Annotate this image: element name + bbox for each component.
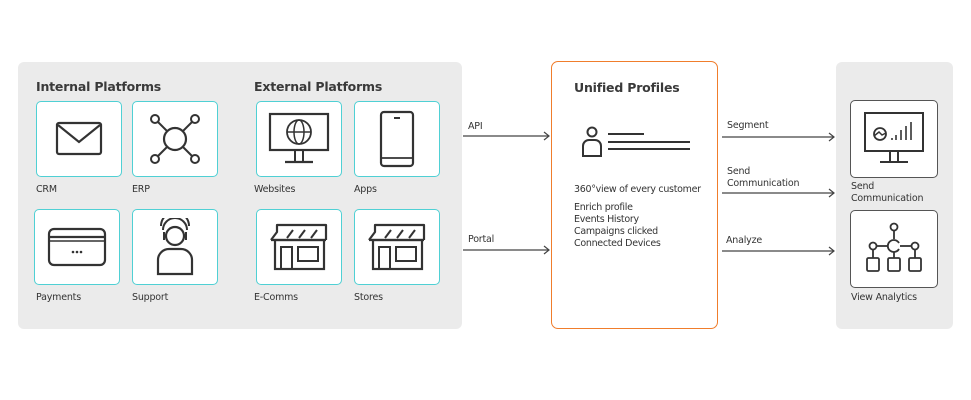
source-tile-websites[interactable]	[256, 101, 342, 177]
source-tile-payments[interactable]	[34, 209, 120, 285]
output-tile-label-line: Send	[851, 181, 875, 192]
source-label-ecomms: E-Comms	[254, 292, 298, 303]
arrow-segment	[722, 132, 835, 142]
hierarchy-analytics-icon	[866, 222, 922, 272]
arrow-api	[463, 131, 550, 141]
output-tile-view-analytics[interactable]	[850, 210, 938, 288]
network-hub-icon	[150, 114, 200, 164]
source-tile-crm[interactable]	[36, 101, 122, 177]
dashboard-monitor-icon	[864, 112, 924, 163]
unified-description: 360°view of every customer	[574, 184, 701, 195]
source-label-stores: Stores	[354, 292, 383, 303]
source-label-erp: ERP	[132, 184, 150, 195]
external-platforms-title: External Platforms	[254, 79, 383, 94]
arrow-analyze	[722, 246, 835, 256]
arrow-portal	[463, 245, 550, 255]
input-label-portal: Portal	[468, 234, 495, 245]
output-label-line: Communication	[727, 178, 800, 189]
output-label-send-communication: Send Communication	[727, 166, 799, 190]
unified-profiles-card[interactable]: Unified Profiles 360°view of every custo…	[551, 61, 718, 329]
storefront-icon	[368, 223, 426, 271]
credit-card-icon	[47, 227, 107, 267]
source-label-apps: Apps	[354, 184, 377, 195]
feature-item: Connected Devices	[574, 238, 661, 249]
output-tile-label-line: Communication	[851, 193, 924, 204]
user-profile-icon	[582, 126, 690, 157]
monitor-globe-icon	[268, 112, 330, 164]
smartphone-icon	[379, 110, 415, 168]
arrow-send-communication	[722, 188, 835, 198]
source-label-support: Support	[132, 292, 169, 303]
source-label-crm: CRM	[36, 184, 57, 195]
source-tile-erp[interactable]	[132, 101, 218, 177]
internal-platforms-title: Internal Platforms	[36, 79, 162, 94]
output-label-view-analytics: View Analytics	[851, 292, 917, 303]
input-label-api: API	[468, 121, 483, 132]
feature-item: Campaigns clicked	[574, 226, 658, 237]
source-tile-ecomms[interactable]	[256, 209, 342, 285]
source-tile-support[interactable]	[132, 209, 218, 285]
support-agent-icon	[156, 218, 194, 276]
output-tile-send-communication[interactable]	[850, 100, 938, 178]
unified-features: Enrich profile Events History Campaigns …	[574, 202, 661, 250]
output-label-send-communication-tile: Send Communication	[851, 181, 923, 205]
unified-profiles-title: Unified Profiles	[574, 80, 680, 95]
storefront-icon	[270, 223, 328, 271]
source-tile-stores[interactable]	[354, 209, 440, 285]
feature-item: Enrich profile	[574, 202, 633, 213]
source-label-websites: Websites	[254, 184, 296, 195]
source-label-payments: Payments	[36, 292, 81, 303]
output-label-analyze: Analyze	[726, 235, 763, 246]
source-tile-apps[interactable]	[354, 101, 440, 177]
output-label-line: Send	[727, 166, 751, 177]
feature-item: Events History	[574, 214, 639, 225]
envelope-icon	[55, 121, 103, 156]
output-label-segment: Segment	[727, 120, 769, 131]
